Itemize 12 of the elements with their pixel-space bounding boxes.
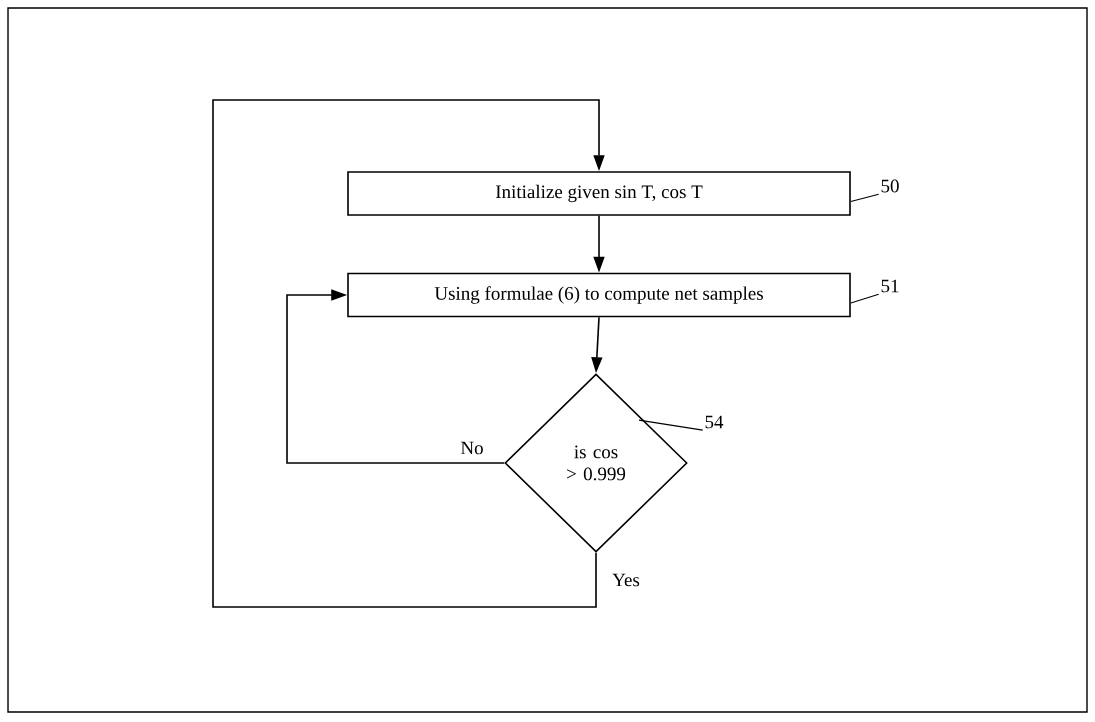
callout-number: 50: [881, 179, 899, 193]
callout-number: 54: [705, 415, 724, 429]
edge-label: No: [459, 440, 485, 456]
leader-line: [850, 193, 880, 203]
arrow: [212, 99, 605, 608]
process-box: Using formulae (6) to compute net samples: [347, 272, 851, 318]
leader-line: [850, 293, 880, 304]
process-box: Initialize given sin T, cos T: [347, 171, 851, 216]
arrow: [286, 289, 505, 464]
callout-number: 51: [881, 279, 899, 293]
edge-label: Yes: [611, 572, 641, 588]
leader-line: [638, 419, 704, 431]
